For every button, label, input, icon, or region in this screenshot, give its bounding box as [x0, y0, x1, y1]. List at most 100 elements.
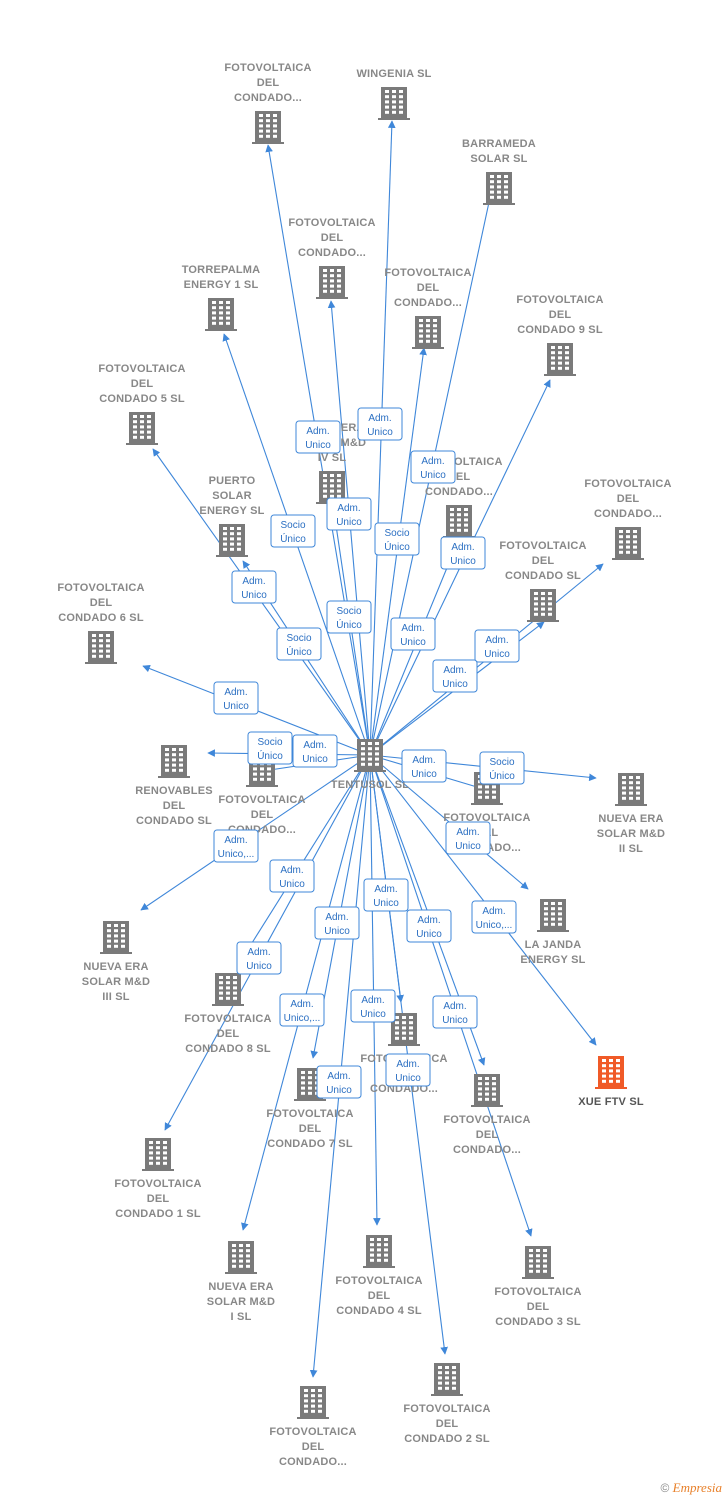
edge-label-n31[interactable]: Adm. Unico	[385, 1053, 431, 1087]
edge-label-n2[interactable]: Adm. Unico	[357, 407, 403, 441]
building-icon[interactable]	[100, 921, 132, 954]
building-icon[interactable]	[471, 1074, 503, 1107]
edge-label-n24[interactable]: Adm.Unico	[314, 906, 360, 940]
copyright-symbol: ©	[660, 1481, 670, 1495]
edge-label-text: Adm.	[485, 635, 508, 646]
edge-label-text: Adm.	[412, 755, 435, 766]
edge-label-n14[interactable]: Adm.Unico	[213, 681, 259, 715]
edge-label-n28[interactable]: Adm.Unico	[350, 989, 396, 1023]
edge-label-n30[interactable]: Adm.Unico	[316, 1065, 362, 1099]
node-label-n18: NUEVA ERA	[598, 813, 663, 825]
edge-label-n26[interactable]: Adm.Unico	[236, 941, 282, 975]
edge-label-text: Adm.	[456, 827, 479, 838]
edge-label-text: Adm.	[396, 1059, 419, 1070]
edge-label-n21[interactable]: Adm.Unico	[269, 859, 315, 893]
building-icon[interactable]	[537, 899, 569, 932]
edge-label-n10[interactable]: Adm. Unico	[390, 617, 436, 651]
building-icon[interactable]	[544, 343, 576, 376]
edge-label-text: Único	[336, 618, 362, 631]
edge-label-n16[interactable]: Adm.Unico	[292, 734, 338, 768]
edge-label-n1[interactable]: Adm.Unico	[295, 420, 341, 454]
building-icon[interactable]	[443, 505, 475, 538]
edge-label-n19[interactable]: Adm.Unico	[445, 821, 491, 855]
node-label-n21: FOTOVOLTAICA	[184, 1013, 271, 1025]
building-icon[interactable]	[612, 527, 644, 560]
node-label-n7: DEL	[549, 309, 572, 321]
building-icon[interactable]	[142, 1138, 174, 1171]
edge-label-text: Unico	[400, 637, 426, 648]
node-label-n25: FOTOVOLTAICA	[443, 1114, 530, 1126]
node-label-n25: DEL	[476, 1129, 499, 1141]
node-label-n31: FOTOVOLTAICA	[403, 1403, 490, 1415]
node-label-n12: SOLAR	[212, 490, 252, 502]
building-icon[interactable]	[522, 1246, 554, 1279]
brand-logo[interactable]: Empresia	[672, 1480, 722, 1495]
building-icon[interactable]	[615, 773, 647, 806]
edge-label-n25[interactable]: Adm.Unico	[432, 995, 478, 1029]
building-icon[interactable]	[483, 172, 515, 205]
building-icon[interactable]	[412, 316, 444, 349]
node-label-n8: FOTOVOLTAICA	[98, 363, 185, 375]
edge-label-n22[interactable]: Adm.Unico	[363, 878, 409, 912]
building-icon[interactable]	[85, 631, 117, 664]
edge-label-text: Unico	[326, 1085, 352, 1096]
edge-label-n23[interactable]: Adm.Unico,...	[471, 900, 517, 934]
edge-label-text: Unico	[395, 1073, 421, 1084]
edge-label-n7[interactable]: Adm.Unico	[440, 536, 486, 570]
edge-label-n17[interactable]: Adm. Unico	[401, 749, 447, 783]
building-icon[interactable]	[158, 745, 190, 778]
edge-label-text: Unico	[411, 769, 437, 780]
building-icon[interactable]	[378, 87, 410, 120]
edge-label-text: Adm.	[368, 413, 391, 424]
edge-label-n20[interactable]: Adm.Unico,...	[213, 829, 259, 863]
edge-label-text: Unico	[324, 926, 350, 937]
edge-label-n13[interactable]: Adm. Unico	[474, 629, 520, 663]
edge-label-n11[interactable]: Adm.Unico	[432, 659, 478, 693]
edge-label-text: Adm.	[451, 542, 474, 553]
building-icon[interactable]	[595, 1056, 627, 1089]
edge-label-text: Unico,...	[284, 1013, 321, 1024]
building-icon[interactable]	[297, 1386, 329, 1419]
building-icon[interactable]	[252, 111, 284, 144]
node-label-n5: ENERGY 1 SL	[184, 279, 259, 291]
edge-label-text: Unico	[241, 590, 267, 601]
node-label-n13: CONDADO SL	[505, 570, 581, 582]
node-label-n30: CONDADO...	[279, 1456, 347, 1468]
building-icon[interactable]	[205, 298, 237, 331]
node-label-n26: DEL	[147, 1193, 170, 1205]
footer-credit: © Empresia	[660, 1480, 722, 1496]
edge-label-text: Unico	[484, 649, 510, 660]
edge-label-n29[interactable]: Adm.Unico	[406, 909, 452, 943]
node-label-n27: NUEVA ERA	[208, 1281, 273, 1293]
edge-label-text: Adm.	[306, 426, 329, 437]
edge-label-text: Unico	[416, 929, 442, 940]
edge-label-n3[interactable]: Adm.Unico	[410, 450, 456, 484]
node-label-n25: CONDADO...	[453, 1144, 521, 1156]
building-icon[interactable]	[354, 739, 386, 772]
edge-label-text: Adm.	[361, 995, 384, 1006]
edge-label-text: Adm.	[401, 623, 424, 634]
building-icon[interactable]	[363, 1235, 395, 1268]
node-label-n29: CONDADO 3 SL	[495, 1316, 581, 1328]
building-icon[interactable]	[431, 1363, 463, 1396]
edge-label-text: Unico	[367, 427, 393, 438]
edge-label-n27[interactable]: Adm.Unico,...	[279, 993, 325, 1027]
edge-label-n4[interactable]: Adm.Unico	[326, 497, 372, 531]
building-icon[interactable]	[527, 589, 559, 622]
node-label-n19: LA JANDA	[525, 939, 582, 951]
edge-label-n8[interactable]: Adm. Unico	[231, 570, 277, 604]
building-icon[interactable]	[216, 524, 248, 557]
building-icon[interactable]	[225, 1241, 257, 1274]
node-label-n30: FOTOVOLTAICA	[269, 1426, 356, 1438]
edge-label-text: Adm.	[242, 576, 265, 587]
building-icon[interactable]	[316, 266, 348, 299]
building-icon[interactable]	[126, 412, 158, 445]
building-icon[interactable]	[212, 973, 244, 1006]
edge-label-text: Unico	[279, 879, 305, 890]
